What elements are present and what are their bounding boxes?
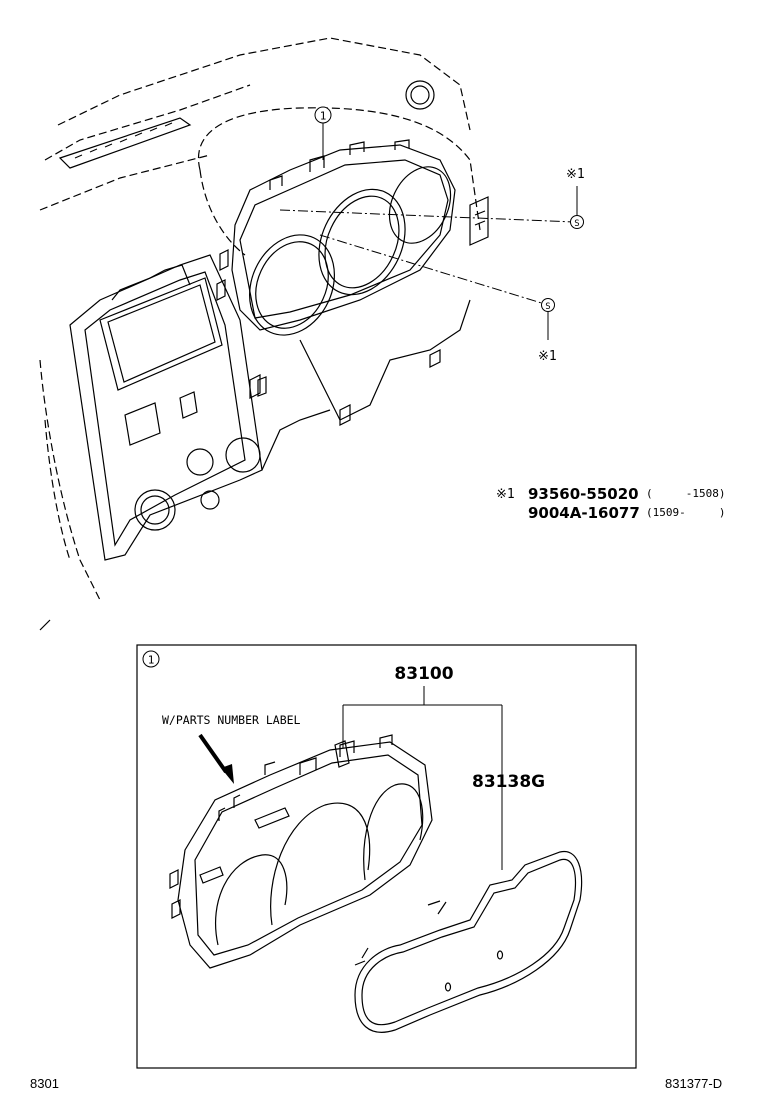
callout-1-top-label: 1 xyxy=(320,110,327,123)
legend-part-2: 9004A-16077 xyxy=(528,504,640,522)
parts-number-label-note: W/PARTS NUMBER LABEL xyxy=(162,713,301,727)
screw-symbol-lower: S xyxy=(541,298,555,312)
callout-1-top: 1 xyxy=(314,106,332,124)
screw-symbol-upper: S xyxy=(570,215,584,229)
legend-part-1: 93560-55020 xyxy=(528,485,639,503)
lens-part-number: 83138G xyxy=(472,772,545,792)
label-arrow xyxy=(198,733,234,784)
screw-ref-lower: ※1 xyxy=(538,349,557,364)
dashboard-illustration xyxy=(39,37,489,631)
screw-symbol-lower-label: S xyxy=(545,302,550,312)
footer-left-code: 8301 xyxy=(30,1076,59,1091)
screw-symbol-upper-label: S xyxy=(574,219,579,229)
screw-leader-lines xyxy=(279,122,576,306)
callout-1-box: 1 xyxy=(142,650,160,668)
assembly-part-number: 83100 xyxy=(394,664,453,684)
detail-box-frame xyxy=(136,644,637,1069)
legend-range-2: (1509- ) xyxy=(646,506,725,519)
callout-1-box-label: 1 xyxy=(148,654,155,667)
legend-range-1: ( -1508) xyxy=(646,487,725,500)
assembly-bracket xyxy=(342,686,503,870)
screw-ref-upper: ※1 xyxy=(566,167,585,182)
legend-mark: ※1 xyxy=(496,487,515,502)
lens-illustration xyxy=(354,851,583,1033)
screw-legend: ※1 93560-55020 ( -1508) 9004A-16077 (150… xyxy=(496,485,725,522)
meter-assembly-illustration xyxy=(169,734,433,969)
footer-right-code: 831377-D xyxy=(665,1076,723,1091)
